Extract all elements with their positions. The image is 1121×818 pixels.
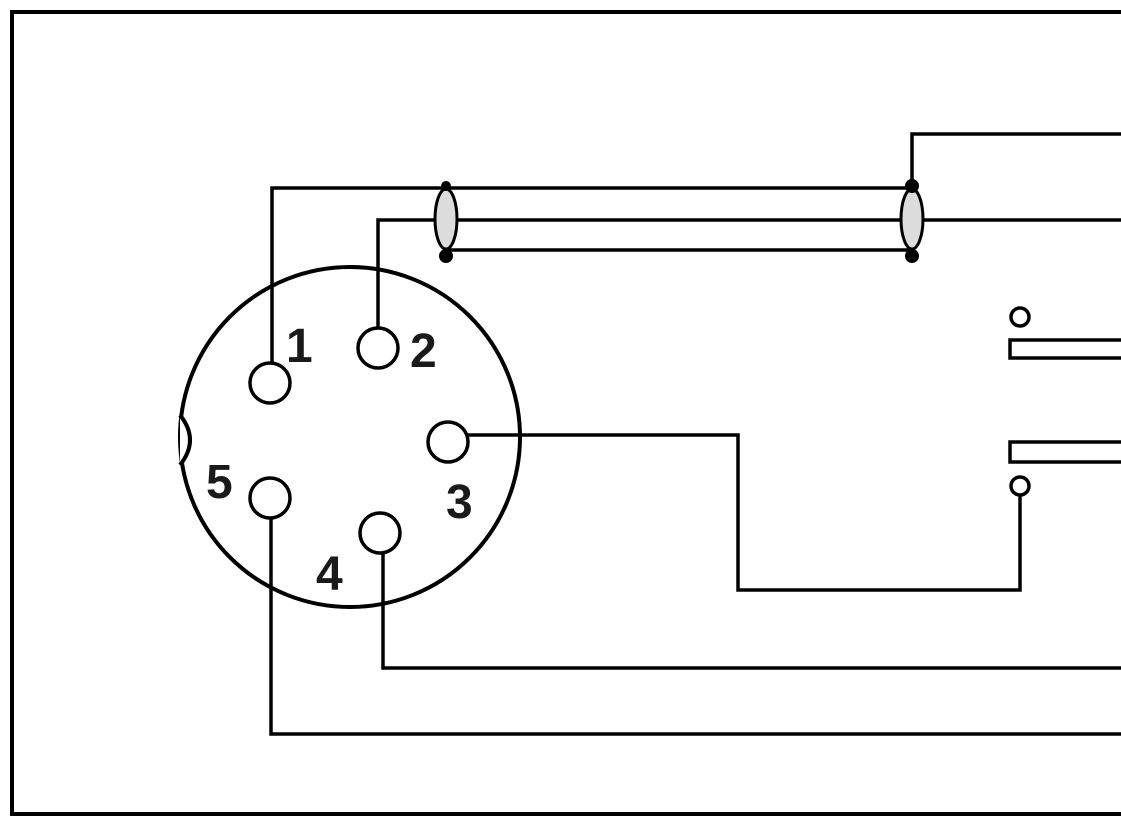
right-cable-clamp bbox=[899, 187, 925, 251]
pin-3-hole bbox=[426, 420, 470, 464]
pin-3-label: 3 bbox=[446, 476, 473, 529]
pin-5-hole bbox=[248, 476, 292, 520]
shield-drain-wire bbox=[910, 132, 1121, 188]
connector-key-notch bbox=[178, 413, 192, 467]
pin-1-label: 1 bbox=[286, 320, 313, 373]
pin-2-label: 2 bbox=[410, 325, 437, 378]
right-clamp-top-node bbox=[905, 179, 919, 193]
lower-jack-contact bbox=[1008, 440, 1121, 464]
pin-1-hole bbox=[248, 361, 292, 405]
pin-5-wire bbox=[269, 518, 1121, 736]
pin-5-label: 5 bbox=[206, 456, 233, 509]
right-clamp-bottom-node bbox=[905, 249, 919, 263]
pin-4-hole bbox=[358, 511, 402, 555]
pin-2-hole bbox=[356, 326, 400, 370]
pin-3-wire bbox=[468, 433, 1022, 592]
diagram-frame bbox=[10, 10, 1121, 816]
lower-jack-terminal bbox=[1009, 475, 1031, 497]
upper-jack-contact bbox=[1008, 338, 1121, 360]
left-clamp-bottom-node bbox=[439, 249, 453, 263]
pin-2-wire bbox=[376, 218, 1121, 328]
pin-1-wire bbox=[270, 186, 912, 363]
upper-jack-terminal bbox=[1009, 306, 1031, 328]
left-cable-clamp bbox=[433, 187, 459, 251]
left-clamp-top-node bbox=[441, 181, 451, 191]
pin-4-wire bbox=[381, 553, 1121, 670]
pin-4-label: 4 bbox=[316, 548, 343, 601]
